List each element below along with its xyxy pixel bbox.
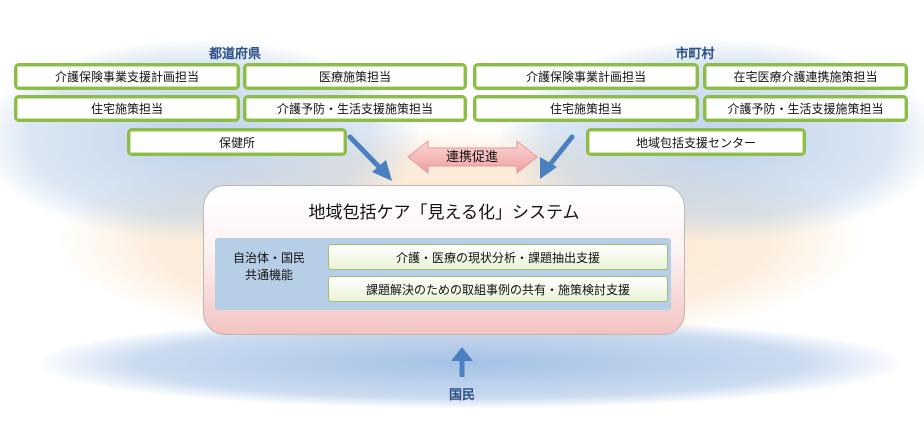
common-functions-label: 自治体・国民 共通機能 [232,251,305,282]
muni-box-care-insurance-plan: 介護保険事業計画担当 [473,63,699,90]
common-functions-band: 自治体・国民 共通機能 介護・医療の現状分析・課題抽出支援 課題解決のための取組… [215,238,671,310]
pref-box-medical-policy: 医療施策担当 [243,63,467,90]
function-analysis-support: 介護・医療の現状分析・課題抽出支援 [328,244,668,270]
pref-box-health-center: 保健所 [127,128,347,156]
muni-box-home-medical-coordination: 在宅医療介護連携施策担当 [703,63,908,90]
prefecture-to-system-arrow [347,134,392,181]
muni-box-housing-policy: 住宅施策担当 [473,95,699,122]
system-title: 地域包括ケア「見える化」システム [308,203,580,223]
pref-box-prevention-livelihood: 介護予防・生活支援施策担当 [243,95,467,122]
citizens-to-system-arrow [451,347,473,377]
system-card: 地域包括ケア「見える化」システム 自治体・国民 共通機能 介護・医療の現状分析・… [203,185,685,335]
function-case-sharing-support: 課題解決のための取組事例の共有・施策検討支援 [328,276,668,302]
cooperation-label: 連携促進 [445,150,498,165]
muni-box-community-support-center: 地域包括支援センター [586,128,806,156]
municipality-to-system-arrow [540,134,575,179]
citizens-label: 国民 [448,388,475,403]
cooperation-arrow [407,139,538,175]
prefecture-title: 都道府県 [208,47,261,62]
pref-box-care-insurance-support-plan: 介護保険事業支援計画担当 [14,63,240,90]
muni-box-prevention-livelihood: 介護予防・生活支援施策担当 [703,95,908,122]
pref-box-housing-policy: 住宅施策担当 [14,95,240,122]
municipality-title: 市町村 [675,47,715,62]
